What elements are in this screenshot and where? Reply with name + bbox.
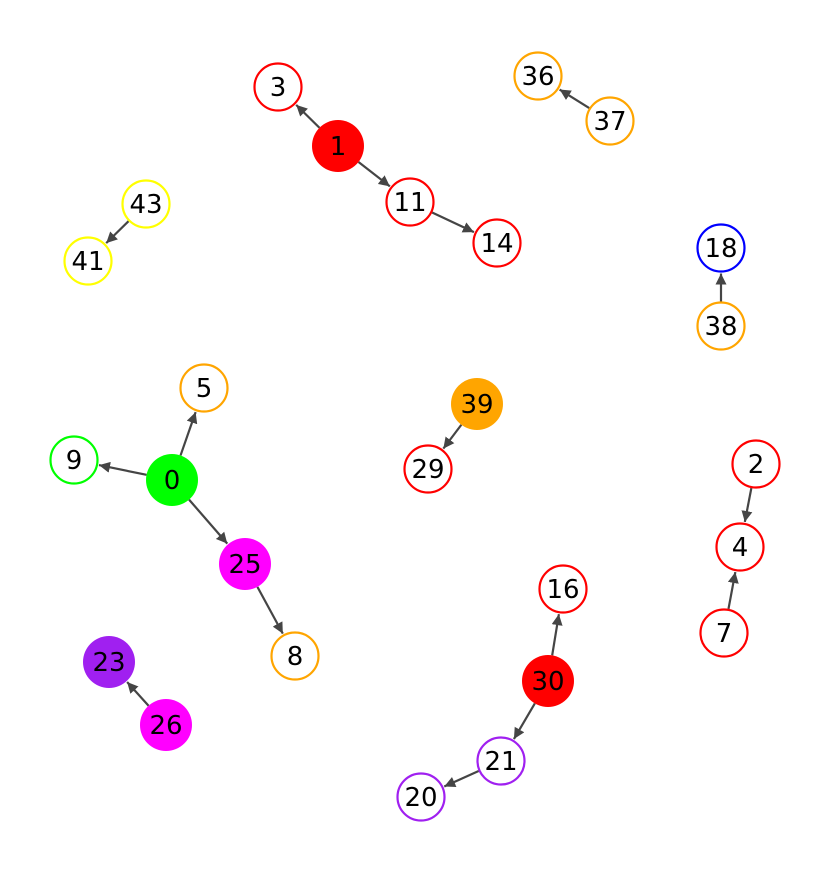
node-16: 16 [538,564,588,614]
node-23: 23 [83,636,135,688]
node-circle-29 [403,444,453,494]
node-label-23: 23 [92,648,125,678]
edge-25-to-8 [256,586,284,635]
node-circle-0 [146,454,198,506]
node-label-25: 25 [228,550,261,580]
node-label-1: 1 [330,132,347,162]
edges-layer [98,88,753,788]
node-circle-9 [49,435,99,485]
node-25: 25 [219,538,271,590]
node-label-3: 3 [270,73,287,103]
node-label-38: 38 [704,312,737,342]
node-label-2: 2 [748,450,765,480]
node-circle-37 [585,96,635,146]
node-label-29: 29 [411,455,444,485]
node-29: 29 [403,444,453,494]
node-8: 8 [270,631,320,681]
node-label-36: 36 [521,62,554,92]
edge-11-to-14 [431,211,475,234]
edge-30-to-16 [551,613,563,656]
node-label-41: 41 [71,247,104,277]
node-circle-36 [513,51,563,101]
edge-30-to-21 [512,702,536,740]
edge-43-to-41 [105,220,130,244]
node-circle-39 [451,378,503,430]
node-circle-20 [396,772,446,822]
edge-26-to-23 [126,681,150,707]
node-circle-5 [179,363,229,413]
edge-2-to-4 [741,487,753,523]
node-11: 11 [385,177,435,227]
node-36: 36 [513,51,563,101]
node-label-14: 14 [480,229,513,259]
node-label-43: 43 [129,190,162,220]
edge-21-to-20 [443,770,480,788]
node-14: 14 [472,218,522,268]
node-7: 7 [699,608,749,658]
node-label-18: 18 [704,234,737,264]
node-38: 38 [696,301,746,351]
nodes-layer: 0123457891114161820212325262930363738394… [49,51,781,822]
edge-0-to-5 [179,411,198,456]
node-label-16: 16 [546,575,579,605]
node-37: 37 [585,96,635,146]
node-label-8: 8 [287,642,304,672]
node-18: 18 [696,223,746,273]
node-20: 20 [396,772,446,822]
node-0: 0 [146,454,198,506]
node-circle-18 [696,223,746,273]
node-2: 2 [731,439,781,489]
node-label-30: 30 [531,667,564,697]
node-label-11: 11 [393,188,426,218]
node-43: 43 [121,179,171,229]
node-label-37: 37 [593,107,626,137]
node-circle-16 [538,564,588,614]
node-circle-23 [83,636,135,688]
node-label-0: 0 [164,466,181,496]
node-label-20: 20 [404,783,437,813]
node-circle-4 [715,522,765,572]
edge-39-to-29 [442,424,463,450]
node-label-39: 39 [460,390,493,420]
node-3: 3 [253,62,303,112]
node-1: 1 [312,120,364,172]
edge-1-to-11 [357,161,391,188]
node-26: 26 [140,699,192,751]
node-9: 9 [49,435,99,485]
node-circle-30 [522,655,574,707]
node-label-7: 7 [716,619,733,649]
node-5: 5 [179,363,229,413]
node-circle-21 [476,736,526,786]
node-30: 30 [522,655,574,707]
node-label-21: 21 [484,747,517,777]
node-circle-2 [731,439,781,489]
edge-1-to-3 [295,104,321,129]
node-circle-26 [140,699,192,751]
node-circle-43 [121,179,171,229]
node-circle-41 [63,236,113,286]
node-circle-7 [699,608,749,658]
node-label-26: 26 [149,711,182,741]
node-39: 39 [451,378,503,430]
node-circle-8 [270,631,320,681]
edge-37-to-36 [559,88,590,109]
node-circle-14 [472,218,522,268]
node-circle-11 [385,177,435,227]
node-4: 4 [715,522,765,572]
node-circle-3 [253,62,303,112]
node-label-9: 9 [66,446,83,476]
node-circle-38 [696,301,746,351]
node-41: 41 [63,236,113,286]
node-21: 21 [476,736,526,786]
edge-0-to-9 [98,461,147,476]
node-circle-25 [219,538,271,590]
node-circle-1 [312,120,364,172]
edge-7-to-4 [727,571,739,610]
node-label-4: 4 [732,533,749,563]
edge-0-to-25 [188,498,229,545]
node-label-5: 5 [196,374,213,404]
